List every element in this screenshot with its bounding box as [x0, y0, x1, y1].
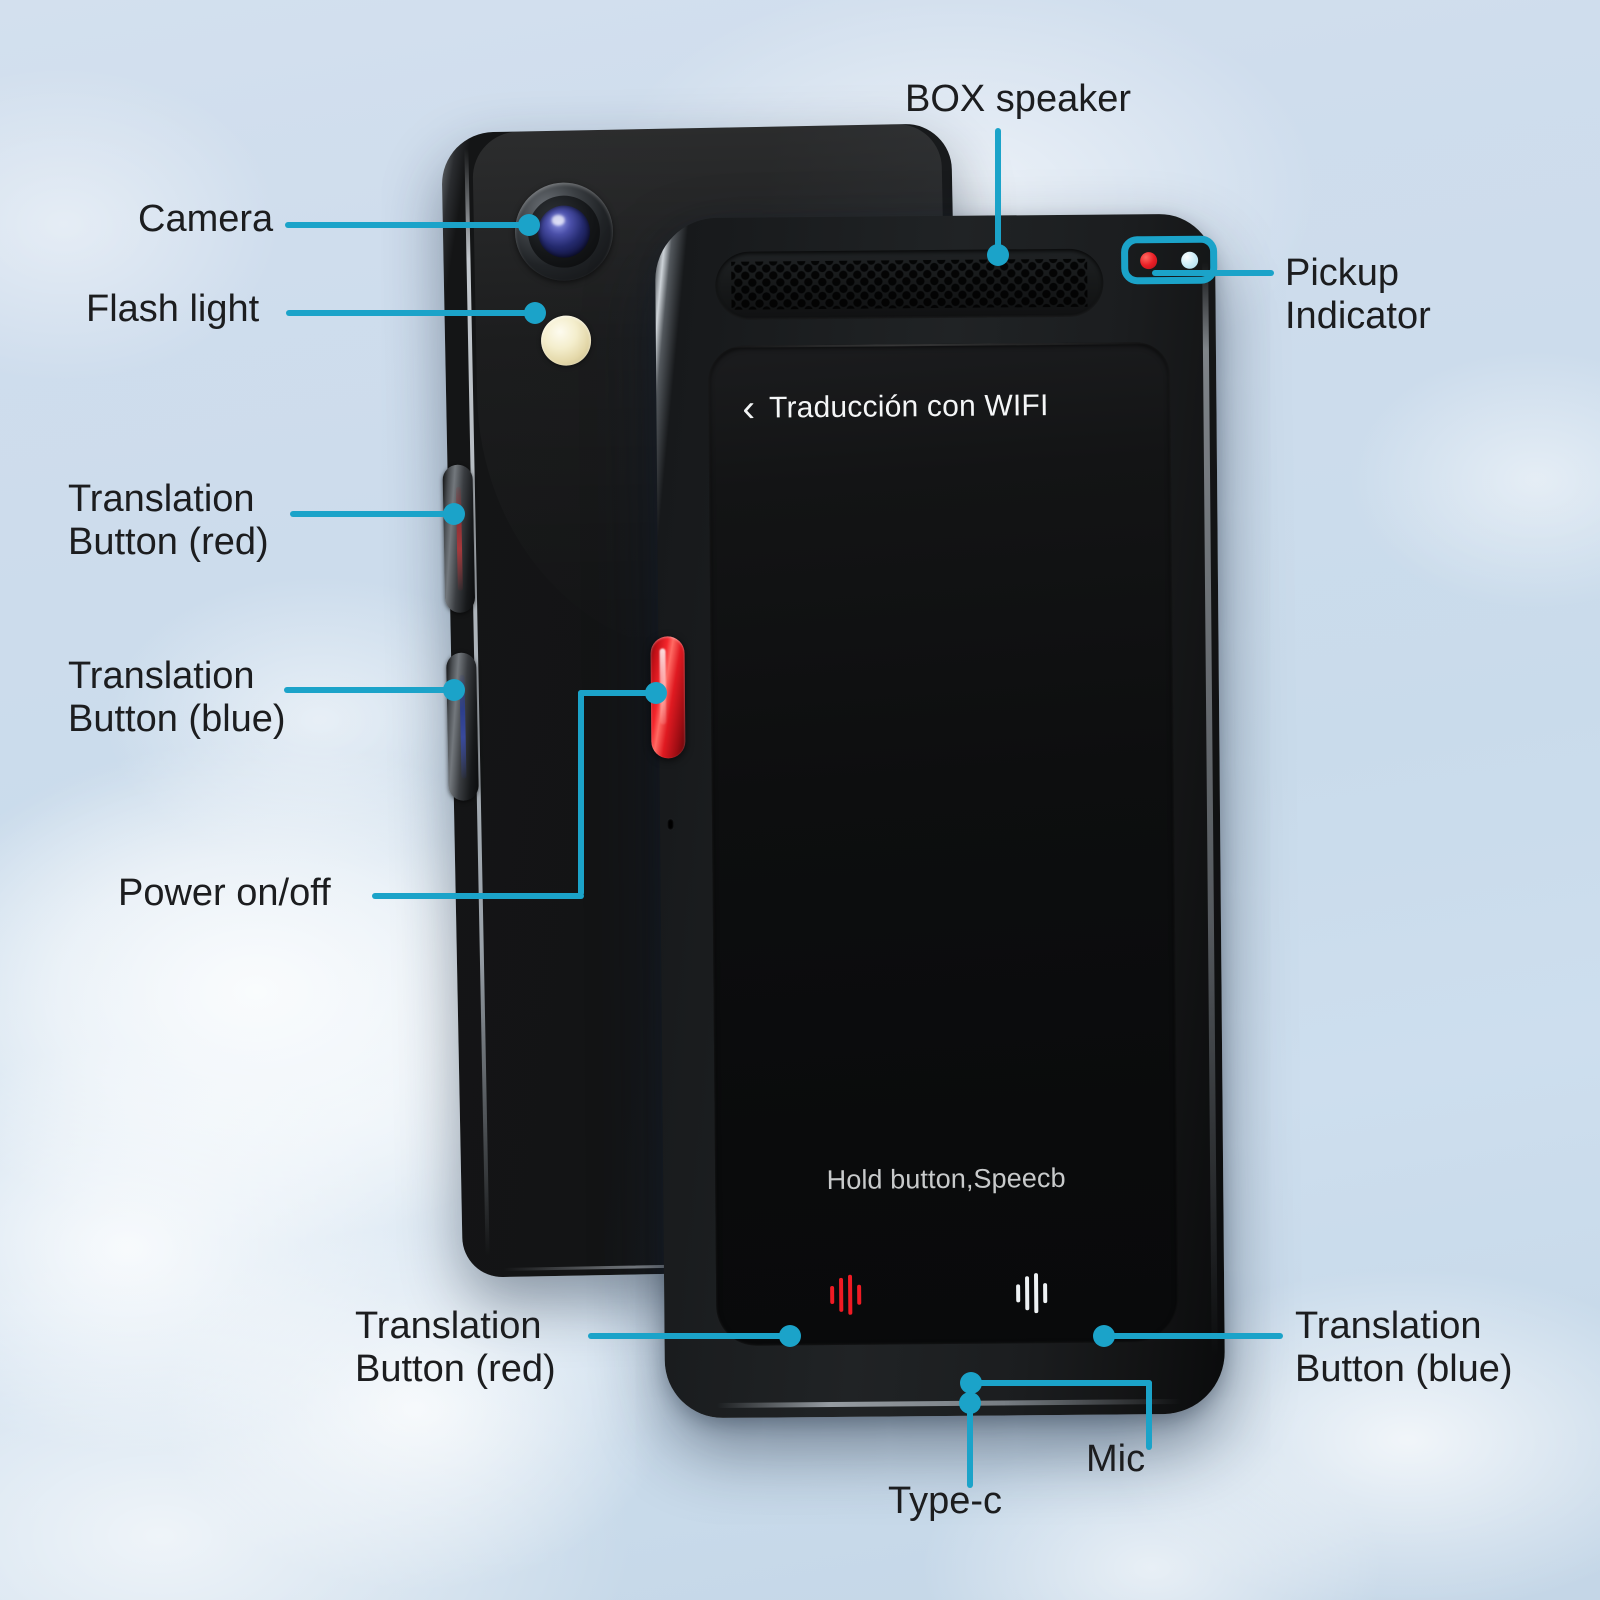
pickup-led-red-icon: [1140, 251, 1158, 269]
leader-line-translation-blue-screen: [1105, 1333, 1283, 1339]
leader-line-power-horizontal: [372, 893, 584, 899]
pinhole-mic-icon: [667, 818, 675, 831]
leader-dot-translation-blue-side: [443, 679, 465, 701]
pickup-indicator-highlight-box: [1120, 235, 1218, 285]
leader-line-power-vertical: [578, 690, 584, 896]
camera-specular-highlight: [551, 215, 565, 226]
leader-line-mic-vertical: [1146, 1380, 1152, 1450]
pickup-led-cyan-icon: [1181, 251, 1199, 269]
leader-line-pickup-indicator: [1152, 270, 1274, 276]
callout-label-translation-blue-screen: Translation Button (blue): [1295, 1305, 1513, 1390]
leader-dot-camera: [518, 214, 540, 236]
camera-ring: [527, 194, 601, 269]
waveform-red-icon[interactable]: [830, 1274, 862, 1315]
callout-label-camera: Camera: [138, 198, 274, 240]
screen-title: Traducción con WIFI: [768, 389, 1049, 425]
leader-line-mic-horizontal: [978, 1380, 1152, 1386]
leader-line-translation-blue-side: [284, 687, 462, 693]
leader-dot-translation-red-side: [443, 503, 465, 525]
back-chevron-icon[interactable]: ‹: [742, 387, 756, 430]
leader-dot-flash-light: [524, 302, 546, 324]
callout-label-translation-red-screen: Translation Button (red): [355, 1305, 556, 1390]
device-front-view: ‹ Traducción con WIFI Hold button,Speecb: [650, 213, 1226, 1419]
leader-dot-translation-red-screen: [779, 1325, 801, 1347]
translation-button-blue-side[interactable]: [446, 652, 479, 801]
callout-label-pickup-indicator: Pickup Indicator: [1285, 252, 1431, 337]
leader-dot-box-speaker: [987, 244, 1009, 266]
leader-dot-power: [645, 682, 667, 704]
leader-line-translation-red-screen: [588, 1333, 788, 1339]
speaker-mesh-pattern: [731, 258, 1088, 310]
callout-label-flash-light: Flash light: [86, 288, 260, 330]
translation-button-red-side[interactable]: [442, 464, 476, 614]
callout-label-power: Power on/off: [118, 872, 331, 914]
leader-dot-mic: [960, 1372, 982, 1394]
waveform-blue-icon[interactable]: [1016, 1273, 1048, 1314]
callout-label-mic: Mic: [1086, 1438, 1146, 1480]
leader-line-type-c: [967, 1400, 973, 1488]
screen-hint-text: Hold button,Speecb: [826, 1162, 1066, 1196]
callout-label-box-speaker: BOX speaker: [905, 78, 1131, 120]
callout-label-type-c: Type-c: [888, 1480, 1003, 1522]
callout-label-translation-blue-side: Translation Button (blue): [68, 655, 286, 740]
callout-label-translation-red-side: Translation Button (red): [68, 478, 269, 563]
leader-line-translation-red-side: [290, 511, 462, 517]
box-speaker-grille: [715, 248, 1104, 320]
leader-line-power-to-button: [578, 690, 656, 696]
leader-line-flash-light: [286, 310, 534, 316]
leader-dot-type-c: [959, 1392, 981, 1414]
device-screen[interactable]: ‹ Traducción con WIFI Hold button,Speecb: [707, 341, 1179, 1346]
screen-header: ‹ Traducción con WIFI: [708, 386, 1170, 430]
camera-lens-iris: [537, 205, 591, 259]
leader-dot-translation-blue-screen: [1093, 1325, 1115, 1347]
leader-line-box-speaker: [995, 128, 1001, 254]
leader-line-camera: [285, 222, 528, 228]
